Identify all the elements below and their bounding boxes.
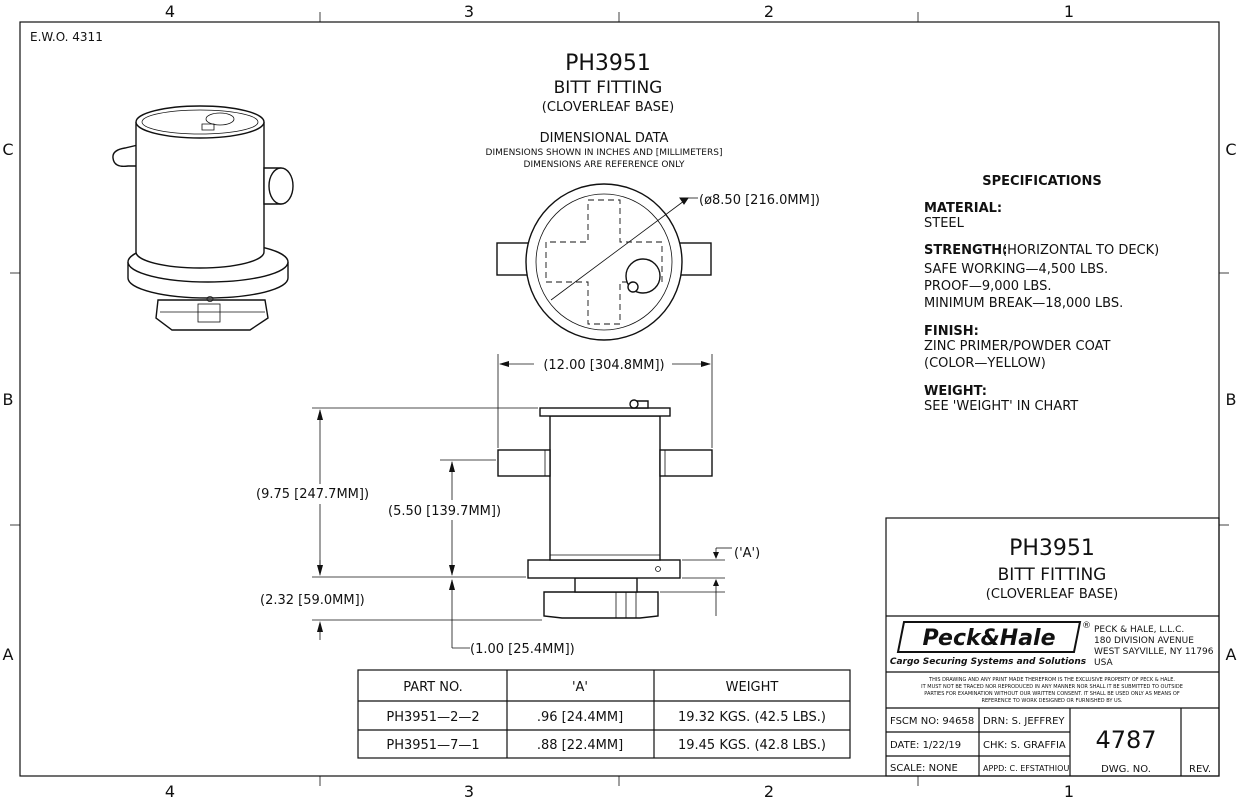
checked-by: CHK: S. GRAFFIA: [983, 740, 1066, 751]
zone-top-3: 3: [464, 2, 474, 21]
drawing-frame: [19, 21, 1220, 777]
strength-minimum-break: MINIMUM BREAK—18,000 LBS.: [924, 296, 1123, 311]
zone-top-2: 2: [764, 2, 774, 21]
body-height-dimension: (5.50 [139.7MM]): [388, 504, 501, 519]
dimensional-data-title: DIMENSIONAL DATA: [540, 131, 669, 146]
address-line-4: USA: [1094, 658, 1113, 668]
zone-left-b: B: [3, 390, 14, 409]
svg-text:®: ®: [1082, 621, 1091, 631]
drawing-part-number: PH3951: [565, 51, 651, 76]
total-height-dimension: (9.75 [247.7MM]): [256, 487, 369, 502]
title-block-frame: [885, 517, 1220, 777]
approved-by: APPD: C. EFSTATHIOU: [983, 764, 1069, 773]
table-header-part-no: PART NO.: [403, 680, 463, 695]
zone-left-a: A: [3, 645, 14, 664]
drawing-scale: SCALE: NONE: [890, 763, 958, 774]
zone-bottom-2: 2: [764, 782, 774, 800]
isometric-view: [112, 105, 294, 331]
table-row-1-part: PH3951—2—2: [386, 710, 479, 725]
zone-top-4: 4: [165, 2, 175, 21]
company-logo: Peck&Hale ®: [896, 621, 1091, 653]
table-row-1-a: .96 [24.4MM]: [537, 710, 623, 725]
proprietary-notice-line-4: REFERENCE TO WORK DESIGNED OR FURNISHED …: [982, 698, 1123, 704]
top-view: [496, 183, 712, 341]
title-block-part-number: PH3951: [1009, 536, 1095, 561]
table-header-weight: WEIGHT: [726, 680, 779, 695]
zone-bottom-3: 3: [464, 782, 474, 800]
table-row-1-weight: 19.32 KGS. (42.5 LBS.): [678, 710, 826, 725]
finish-color: (COLOR—YELLOW): [924, 356, 1046, 371]
strength-note: (HORIZONTAL TO DECK): [1002, 243, 1159, 258]
zone-bottom-1: 1: [1064, 782, 1074, 800]
address-line-3: WEST SAYVILLE, NY 11796: [1094, 647, 1214, 657]
base-offset-dimension: (1.00 [25.4MM]): [470, 642, 575, 657]
proprietary-notice-line-1: THIS DRAWING AND ANY PRINT MADE THEREFRO…: [928, 677, 1175, 683]
title-block-name: BITT FITTING: [998, 565, 1107, 585]
strength-proof: PROOF—9,000 LBS.: [924, 279, 1051, 294]
zone-ticks: [10, 12, 1229, 786]
drawing-subtitle: (CLOVERLEAF BASE): [542, 100, 674, 115]
side-view: [497, 399, 713, 619]
svg-text:Peck&Hale: Peck&Hale: [922, 626, 1055, 651]
table-row-2-weight: 19.45 KGS. (42.8 LBS.): [678, 738, 826, 753]
zone-right-a: A: [1226, 645, 1237, 664]
dimensional-note-reference: DIMENSIONS ARE REFERENCE ONLY: [524, 160, 685, 170]
fscm-number: FSCM NO: 94658: [890, 716, 974, 727]
dimension-lines: [312, 354, 732, 649]
revision-label: REV.: [1189, 764, 1211, 775]
table-row-2-part: PH3951—7—1: [386, 738, 479, 753]
material-label: MATERIAL:: [924, 201, 1002, 216]
weight-value: SEE 'WEIGHT' IN CHART: [924, 399, 1078, 414]
width-dimension: (12.00 [304.8MM]): [543, 358, 664, 373]
zone-right-b: B: [1226, 390, 1237, 409]
dimensional-note-units: DIMENSIONS SHOWN IN INCHES AND [MILLIMET…: [486, 148, 723, 158]
strength-label: STRENGTH:: [924, 243, 1007, 258]
drawing-number-label: DWG. NO.: [1101, 764, 1151, 775]
a-reference-dimension: ('A'): [734, 546, 760, 561]
zone-top-1: 1: [1064, 2, 1074, 21]
proprietary-notice-line-2: IT MUST NOT BE TRACED NOR REPRODUCED IN …: [921, 684, 1183, 690]
drawing-date: DATE: 1/22/19: [890, 740, 961, 751]
drawing-part-name: BITT FITTING: [554, 78, 663, 98]
specifications-title: SPECIFICATIONS: [982, 174, 1101, 189]
strength-safe-working: SAFE WORKING—4,500 LBS.: [924, 262, 1108, 277]
table-row-2-a: .88 [22.4MM]: [537, 738, 623, 753]
diameter-dimension: (ø8.50 [216.0MM]): [699, 193, 820, 208]
drawn-by: DRN: S. JEFFREY: [983, 716, 1065, 727]
finish-label: FINISH:: [924, 324, 979, 339]
table-header-a: 'A': [572, 680, 588, 695]
material-value: STEEL: [924, 216, 965, 231]
drawing-number: 4787: [1095, 726, 1156, 754]
zone-left-c: C: [2, 140, 13, 159]
ewo-number: E.W.O. 4311: [30, 30, 103, 44]
zone-right-c: C: [1225, 140, 1236, 159]
title-block-subtitle: (CLOVERLEAF BASE): [986, 587, 1118, 602]
proprietary-notice-line-3: PARTIES FOR EXAMINATION WITHOUT OUR WRIT…: [924, 691, 1180, 697]
finish-value: ZINC PRIMER/POWDER COAT: [924, 339, 1111, 354]
parts-table: [357, 669, 851, 759]
company-tagline: Cargo Securing Systems and Solutions: [890, 657, 1087, 667]
zone-bottom-4: 4: [165, 782, 175, 800]
base-height-dimension: (2.32 [59.0MM]): [260, 593, 365, 608]
weight-label: WEIGHT:: [924, 384, 987, 399]
address-line-1: PECK & HALE, L.L.C.: [1094, 625, 1184, 635]
address-line-2: 180 DIVISION AVENUE: [1094, 636, 1194, 646]
